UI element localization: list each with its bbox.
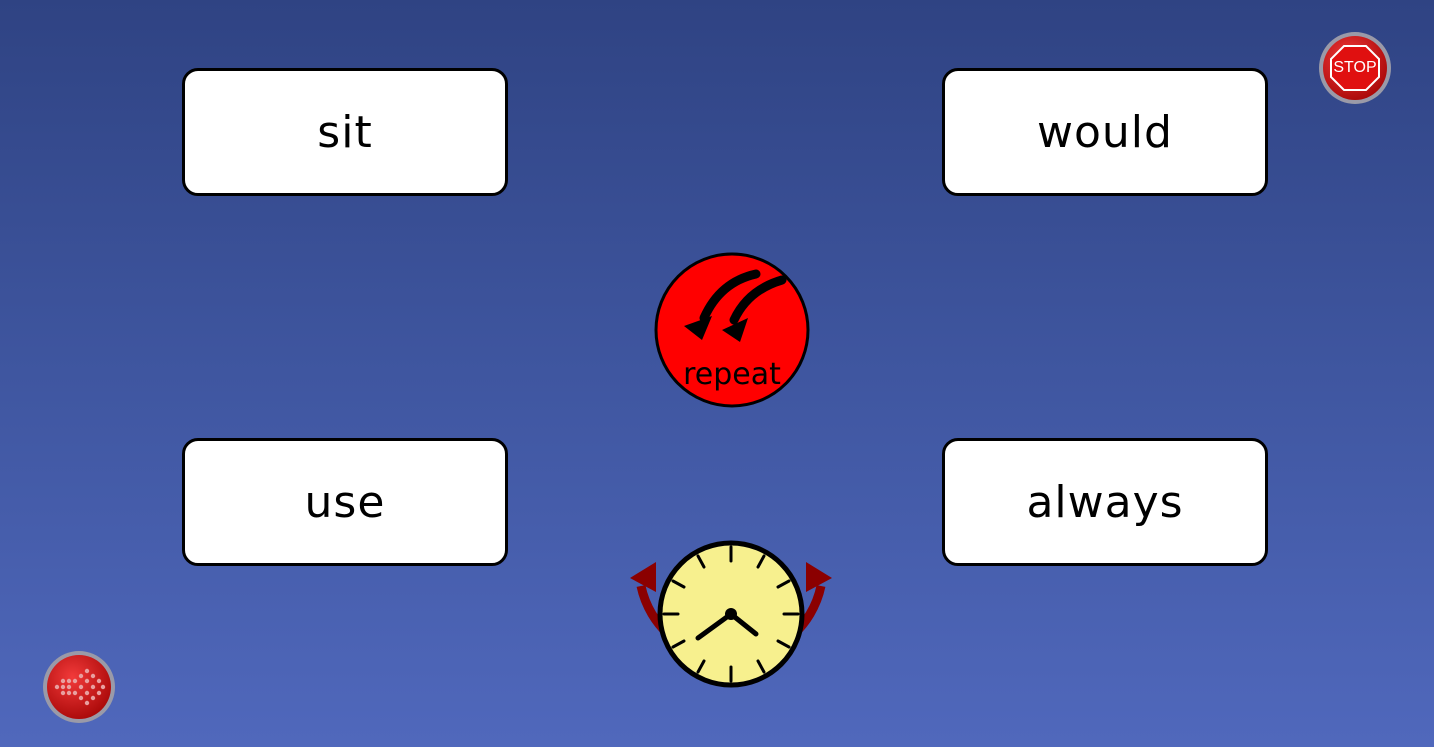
clock-button[interactable] [628,540,834,712]
stop-label: STOP [1333,59,1377,76]
word-card-always[interactable]: always [942,438,1268,566]
repeat-button[interactable]: repeat [654,252,810,408]
word-card-use[interactable]: use [182,438,508,566]
word-label: use [304,476,386,528]
clock-icon [630,540,832,688]
word-label: would [1037,106,1173,158]
dotted-arrow-icon [43,651,115,723]
word-label: always [1026,476,1184,528]
word-label: sit [317,106,373,158]
repeat-label: repeat [683,357,781,392]
word-card-would[interactable]: would [942,68,1268,196]
word-card-sit[interactable]: sit [182,68,508,196]
repeat-arrows-icon [654,252,810,408]
next-button[interactable] [41,649,117,725]
stop-button[interactable]: STOP [1317,30,1393,106]
stop-sign-icon [1319,32,1391,104]
